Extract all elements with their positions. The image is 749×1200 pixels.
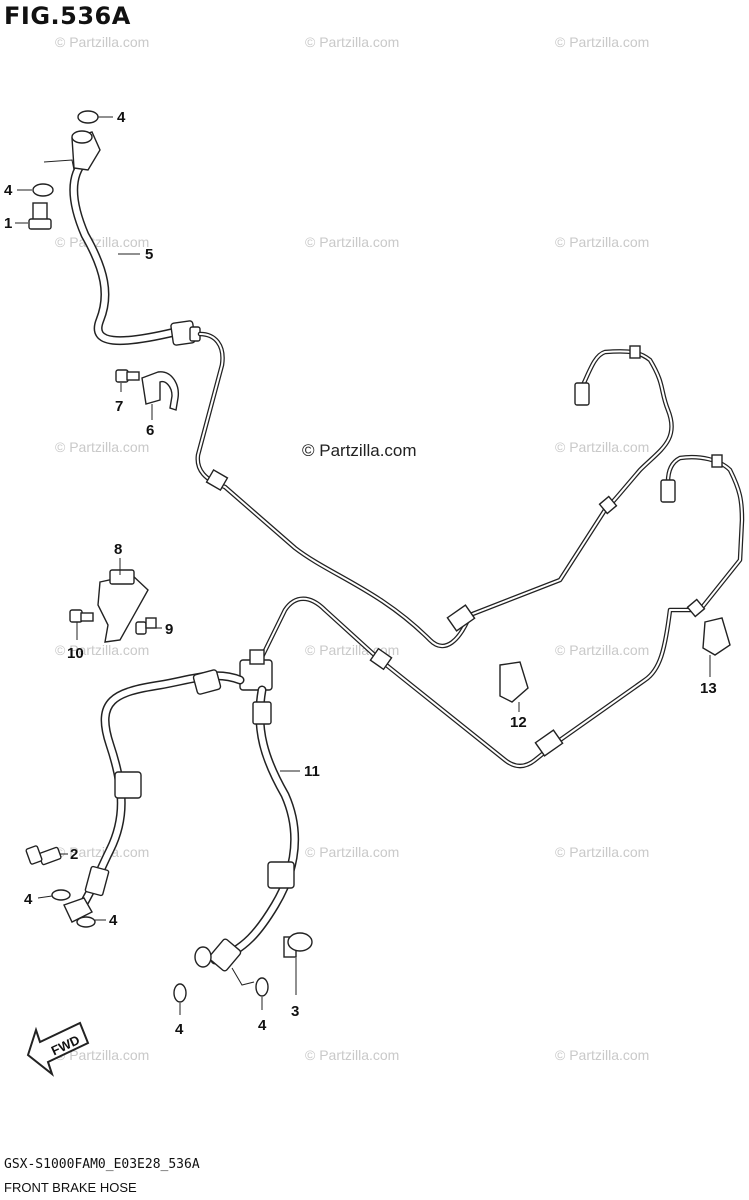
watermark: © Partzilla.com: [305, 1047, 399, 1063]
callout-3: 3: [291, 1003, 299, 1020]
watermark: © Partzilla.com: [555, 234, 649, 250]
callout-13: 13: [700, 680, 717, 697]
callout-4: 4: [4, 182, 13, 199]
watermark: © Partzilla.com: [55, 844, 149, 860]
callout-11: 11: [304, 763, 320, 780]
watermark: © Partzilla.com: [555, 642, 649, 658]
callout-4: 4: [117, 109, 126, 126]
union-bolt-2-icon: [25, 845, 62, 866]
watermark: © Partzilla.com: [55, 1047, 149, 1063]
figure-code: GSX-S1000FAM0_E03E28_536A: [4, 1157, 200, 1172]
watermark: © Partzilla.com: [305, 844, 399, 860]
watermark: © Partzilla.com: [305, 34, 399, 50]
callout-9: 9: [165, 621, 173, 638]
junction-fitting: [239, 649, 273, 691]
callout-4: 4: [258, 1017, 267, 1034]
brake-pipe-left: [195, 331, 674, 649]
callout-5: 5: [145, 246, 153, 263]
watermark-grid: © Partzilla.com © Partzilla.com © Partzi…: [55, 34, 649, 1063]
bolt-7-icon: [115, 369, 140, 383]
callout-12: 12: [510, 714, 527, 731]
clamp-12-icon: [499, 661, 529, 703]
figure-title: FIG.536A: [4, 2, 131, 30]
callout-2: 2: [70, 846, 78, 863]
watermark: © Partzilla.com: [55, 34, 149, 50]
callout-4: 4: [24, 891, 33, 908]
callout-labels: 4 4 1 5 7 6 8 9 10 11 2 4 4 4 4 3 12 13: [4, 109, 717, 1038]
clamp-13-icon: [702, 617, 731, 656]
washers: [32, 110, 269, 1003]
bracket-8-tab-icon: [109, 569, 135, 585]
washer-icon: [51, 889, 71, 901]
union-bolt-3-icon: [283, 932, 313, 958]
callout-4: 4: [109, 912, 118, 929]
callout-6: 6: [146, 422, 154, 439]
callout-10: 10: [67, 645, 84, 662]
lower-brake-hose-left: [63, 669, 245, 923]
callout-8: 8: [114, 541, 122, 558]
washer-icon: [77, 110, 99, 124]
washer-icon: [173, 983, 187, 1003]
clamp-6-icon: [141, 371, 179, 411]
washer-icon: [32, 183, 54, 197]
bolt-9-icon: [135, 617, 157, 635]
washer-icon: [255, 977, 269, 997]
watermark: © Partzilla.com: [555, 439, 649, 455]
figure-name: FRONT BRAKE HOSE: [4, 1180, 137, 1195]
callout-4: 4: [175, 1021, 184, 1038]
watermark: © Partzilla.com: [305, 234, 399, 250]
watermark: © Partzilla.com: [55, 234, 149, 250]
clamps: [97, 371, 731, 703]
watermark-center: © Partzilla.com: [302, 441, 417, 460]
brake-pipe-right: [255, 454, 745, 769]
lower-brake-hose-right: [194, 685, 300, 972]
upper-brake-hose: [69, 130, 201, 346]
callout-1: 1: [4, 215, 12, 232]
watermark: © Partzilla.com: [555, 844, 649, 860]
leader-lines: [15, 116, 711, 1015]
watermark: © Partzilla.com: [55, 642, 149, 658]
watermark: © Partzilla.com: [55, 439, 149, 455]
watermark: © Partzilla.com: [555, 1047, 649, 1063]
callout-7: 7: [115, 398, 123, 415]
union-bolt-1-icon: [28, 202, 52, 230]
bolt-10-icon: [69, 609, 94, 623]
bolts: [25, 202, 313, 958]
washer-icon: [76, 916, 96, 928]
watermark: © Partzilla.com: [555, 34, 649, 50]
